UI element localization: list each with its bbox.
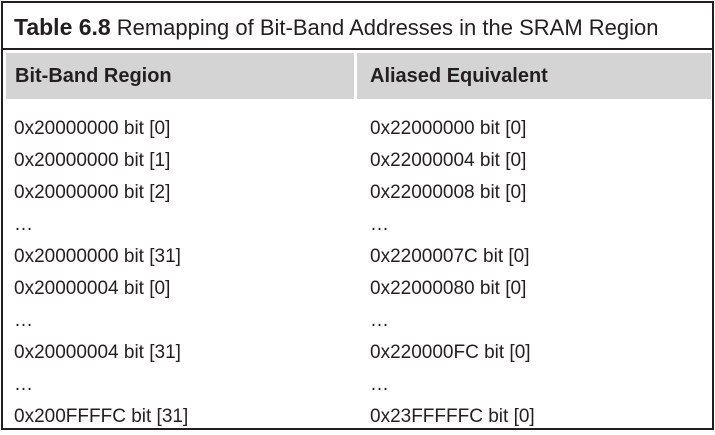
aliased-address-cell: 0x22000008 bit [0] [370,182,527,203]
caption-divider [3,48,712,50]
table-row: 0x20000000 bit [31] 0x2200007C bit [0] [3,241,712,273]
bit-band-address-cell: 0x20000004 bit [31] [14,342,181,363]
aliased-address-cell: 0x23FFFFFC bit [0] [370,406,535,427]
ellipsis-cell: … [14,214,33,235]
bit-band-address-cell: 0x20000000 bit [31] [14,246,181,267]
table-number: Table 6.8 [14,14,111,40]
aliased-address-cell: 0x22000080 bit [0] [370,278,527,299]
ellipsis-cell: … [14,374,33,395]
table-row: 0x20000004 bit [0] 0x22000080 bit [0] [3,273,712,305]
table-title: Remapping of Bit-Band Addresses in the S… [116,15,659,40]
bit-band-address-cell: 0x20000000 bit [1] [14,150,171,171]
table-row-ellipsis: … … [3,209,712,241]
ellipsis-cell: … [14,310,33,331]
ellipsis-cell: … [370,214,389,235]
table-row: 0x20000000 bit [0] 0x22000000 bit [0] [3,113,712,145]
aliased-address-cell: 0x22000000 bit [0] [370,118,527,139]
bit-band-address-cell: 0x20000004 bit [0] [14,278,171,299]
column-header-bit-band-region: Bit-Band Region [6,53,354,99]
table-row-ellipsis: … … [3,369,712,401]
table-body: 0x20000000 bit [0] 0x22000000 bit [0] 0x… [3,113,712,433]
table-row: 0x20000004 bit [31] 0x220000FC bit [0] [3,337,712,369]
aliased-address-cell: 0x220000FC bit [0] [370,342,531,363]
ellipsis-cell: … [370,374,389,395]
table-row: 0x20000000 bit [2] 0x22000008 bit [0] [3,177,712,209]
table-row: 0x200FFFFC bit [31] 0x23FFFFFC bit [0] [3,401,712,433]
table-row-ellipsis: … … [3,305,712,337]
bit-band-address-cell: 0x20000000 bit [0] [14,118,171,139]
ellipsis-cell: … [370,310,389,331]
table-row: 0x20000000 bit [1] 0x22000004 bit [0] [3,145,712,177]
aliased-address-cell: 0x22000004 bit [0] [370,150,527,171]
bit-band-address-cell: 0x20000000 bit [2] [14,182,171,203]
bit-band-address-cell: 0x200FFFFC bit [31] [14,406,189,427]
aliased-address-cell: 0x2200007C bit [0] [370,246,530,267]
column-header-aliased-equivalent: Aliased Equivalent [357,53,711,99]
